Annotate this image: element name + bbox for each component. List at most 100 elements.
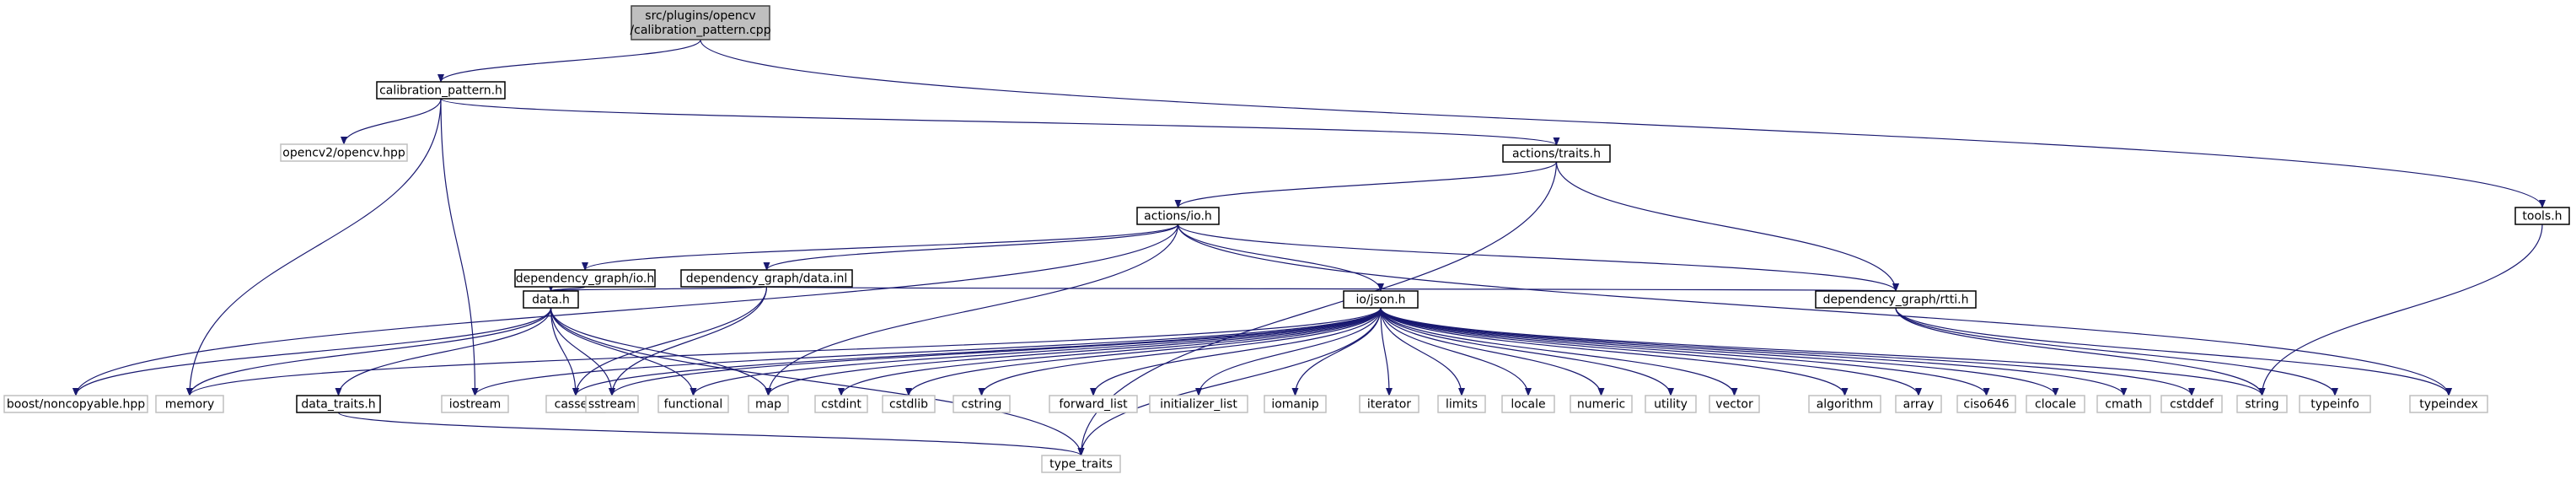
node-algorithm-box — [1808, 395, 1881, 413]
node-root[interactable]: src/plugins/opencv/calibration_pattern.c… — [630, 5, 771, 40]
node-json[interactable]: io/json.h — [1343, 290, 1419, 309]
node-memory: memory — [155, 395, 224, 413]
edge-datah-to-typetraits — [550, 307, 1085, 456]
edge-json-to-cstdint — [838, 307, 1382, 396]
node-opencv: opencv2/opencv.hpp — [280, 143, 408, 162]
edge-json-to-initlist — [1195, 307, 1382, 396]
node-algorithm: algorithm — [1808, 395, 1881, 413]
node-array: array — [1895, 395, 1942, 413]
node-map-box — [748, 395, 789, 413]
node-dtraits[interactable]: data_traits.h — [296, 395, 381, 413]
edge-json-to-numeric — [1380, 307, 1605, 396]
edge-calib-to-memory — [186, 98, 442, 396]
edge-json-to-cmath — [1380, 307, 2128, 396]
edge-datah-to-dtraits — [335, 307, 552, 396]
edge-io-to-dgio — [582, 224, 1179, 271]
edge-datah-to-map — [550, 307, 772, 396]
edge-json-to-iterator — [1380, 307, 1393, 396]
node-sstream-label: sstream — [588, 398, 636, 412]
edge-json-to-cstring — [978, 307, 1382, 396]
node-dgio-label: dependency_graph/io.h — [516, 272, 654, 286]
edge-datah-to-sstream — [550, 307, 615, 396]
edge-json-to-map — [765, 307, 1382, 396]
node-datah-label: data.h — [532, 294, 570, 307]
node-locale-label: locale — [1511, 398, 1545, 412]
node-traits[interactable]: actions/traits.h — [1502, 144, 1611, 163]
node-utility-box — [1645, 395, 1697, 413]
node-array-label: array — [1903, 398, 1935, 412]
node-sstream-box — [585, 395, 639, 413]
node-vector-label: vector — [1715, 398, 1753, 412]
node-typeinfo-box — [2299, 395, 2371, 413]
edge-json-to-sstream — [609, 307, 1382, 396]
edge-json-to-cassert — [572, 307, 1382, 396]
node-cstdint-box — [814, 395, 868, 413]
node-fwdlist: forward_list — [1049, 395, 1138, 413]
node-cstdint-label: cstdint — [821, 398, 861, 412]
node-typeindex-box — [2409, 395, 2488, 413]
edge-datah-to-memory — [186, 307, 552, 396]
node-typeinfo: typeinfo — [2299, 395, 2371, 413]
node-iomanip-label: iomanip — [1271, 398, 1318, 412]
node-iomanip: iomanip — [1264, 395, 1327, 413]
edge-datah-to-cassert — [550, 307, 579, 396]
node-cstdlib-label: cstdlib — [889, 398, 928, 412]
node-tools[interactable]: tools.h — [2514, 207, 2570, 225]
node-boost-label: boost/noncopyable.hpp — [7, 398, 145, 412]
edge-json-to-iostream — [471, 307, 1382, 396]
node-vector-box — [1709, 395, 1760, 413]
node-fwdlist-box — [1049, 395, 1138, 413]
edge-traits-to-rtti — [1555, 161, 1899, 292]
node-dgdata[interactable]: dependency_graph/data.inl — [680, 269, 853, 288]
edge-calib-to-opencv — [341, 98, 442, 145]
edge-datah-to-boost — [72, 307, 552, 396]
edges-layer — [72, 39, 2546, 456]
node-io[interactable]: actions/io.h — [1136, 207, 1220, 225]
node-datah[interactable]: data.h — [523, 290, 579, 309]
node-numeric-label: numeric — [1577, 398, 1625, 412]
edge-root-to-calib — [437, 39, 701, 83]
node-iterator-label: iterator — [1367, 398, 1411, 412]
node-cstring-box — [953, 395, 1011, 413]
node-iostream: iostream — [441, 395, 509, 413]
edge-json-to-array — [1380, 307, 1922, 396]
edge-rtti-to-typeindex — [1895, 307, 2452, 396]
node-initlist-box — [1149, 395, 1248, 413]
node-dgio[interactable]: dependency_graph/io.h — [514, 269, 656, 288]
node-tools-label: tools.h — [2522, 210, 2562, 224]
edge-dgdata-to-rtti — [765, 283, 1897, 292]
node-rtti[interactable]: dependency_graph/rtti.h — [1815, 290, 1977, 309]
edge-tools-to-string — [2258, 224, 2543, 396]
edge-io-to-typeindex — [1177, 224, 2452, 396]
node-vector: vector — [1709, 395, 1760, 413]
edge-io-to-rtti — [1177, 224, 1899, 292]
node-fwdlist-label: forward_list — [1059, 398, 1128, 412]
edge-json-to-string — [1380, 307, 2266, 396]
node-json-label: io/json.h — [1355, 294, 1405, 307]
node-ciso646-label: ciso646 — [1963, 398, 2009, 412]
edge-json-to-utility — [1380, 307, 1674, 396]
node-sstream: sstream — [585, 395, 639, 413]
edge-json-to-memory — [186, 307, 1382, 396]
nodes-layer: src/plugins/opencv/calibration_pattern.c… — [3, 5, 2570, 473]
node-root-label: /calibration_pattern.cpp — [630, 24, 770, 37]
node-utility-label: utility — [1654, 398, 1688, 412]
node-iostream-label: iostream — [449, 398, 502, 412]
edge-calib-to-iostream — [440, 98, 479, 396]
edge-dgdata-to-cassert — [572, 286, 768, 396]
node-rtti-box — [1815, 290, 1977, 309]
edge-json-to-cstddef — [1380, 307, 2195, 396]
node-algorithm-label: algorithm — [1817, 398, 1874, 412]
node-calib[interactable]: calibration_pattern.h — [376, 81, 506, 100]
edge-json-to-typetraits — [1077, 307, 1382, 456]
node-clocale: clocale — [2026, 395, 2085, 413]
edge-datah-to-functional — [550, 307, 697, 396]
edge-json-to-clocale — [1380, 307, 2059, 396]
node-string: string — [2236, 395, 2288, 413]
node-cmath-label: cmath — [2105, 398, 2142, 412]
node-memory-box — [155, 395, 224, 413]
node-ciso646-box — [1956, 395, 2016, 413]
node-dtraits-label: data_traits.h — [301, 398, 375, 412]
node-boost-box — [3, 395, 148, 413]
node-cstring: cstring — [953, 395, 1011, 413]
